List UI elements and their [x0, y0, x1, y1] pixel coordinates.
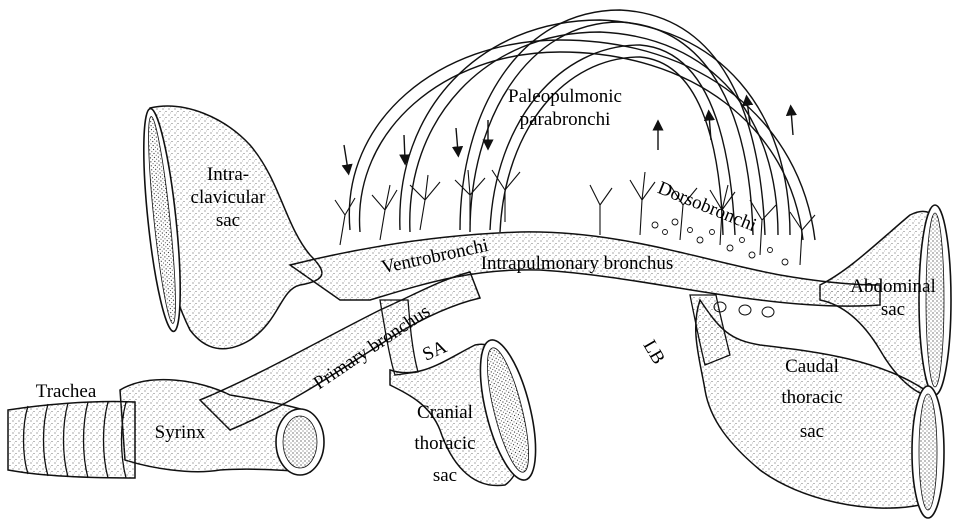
label-trachea: Trachea: [36, 381, 97, 402]
label-intraclavicular-line2: clavicular: [191, 187, 267, 208]
label-lb: LB: [639, 336, 669, 368]
label-cranial-line1: Cranial: [417, 402, 473, 423]
label-cranial-line2: thoracic: [414, 433, 475, 454]
trachea: [8, 402, 135, 478]
label-intrapulmonary-bronchus: Intrapulmonary bronchus: [481, 253, 674, 274]
label-caudal-line3: sac: [800, 421, 824, 442]
label-intraclavicular-line3: sac: [216, 210, 240, 231]
label-caudal-line2: thoracic: [781, 387, 842, 408]
label-abdominal-line1: Abdominal: [850, 276, 936, 297]
intrapulmonary-bronchus: [290, 232, 880, 317]
label-intraclavicular-line1: Intra-: [207, 164, 249, 185]
label-caudal-line1: Caudal: [785, 356, 839, 377]
label-syrinx: Syrinx: [155, 422, 206, 443]
label-dorsobronchi: Dorsobronchi: [655, 178, 760, 237]
label-abdominal-line2: sac: [881, 299, 905, 320]
label-paleopulmonic-line2: parabronchi: [520, 109, 611, 130]
label-cranial-line3: sac: [433, 465, 457, 486]
label-paleopulmonic-line1: Paleopulmonic: [508, 86, 622, 107]
